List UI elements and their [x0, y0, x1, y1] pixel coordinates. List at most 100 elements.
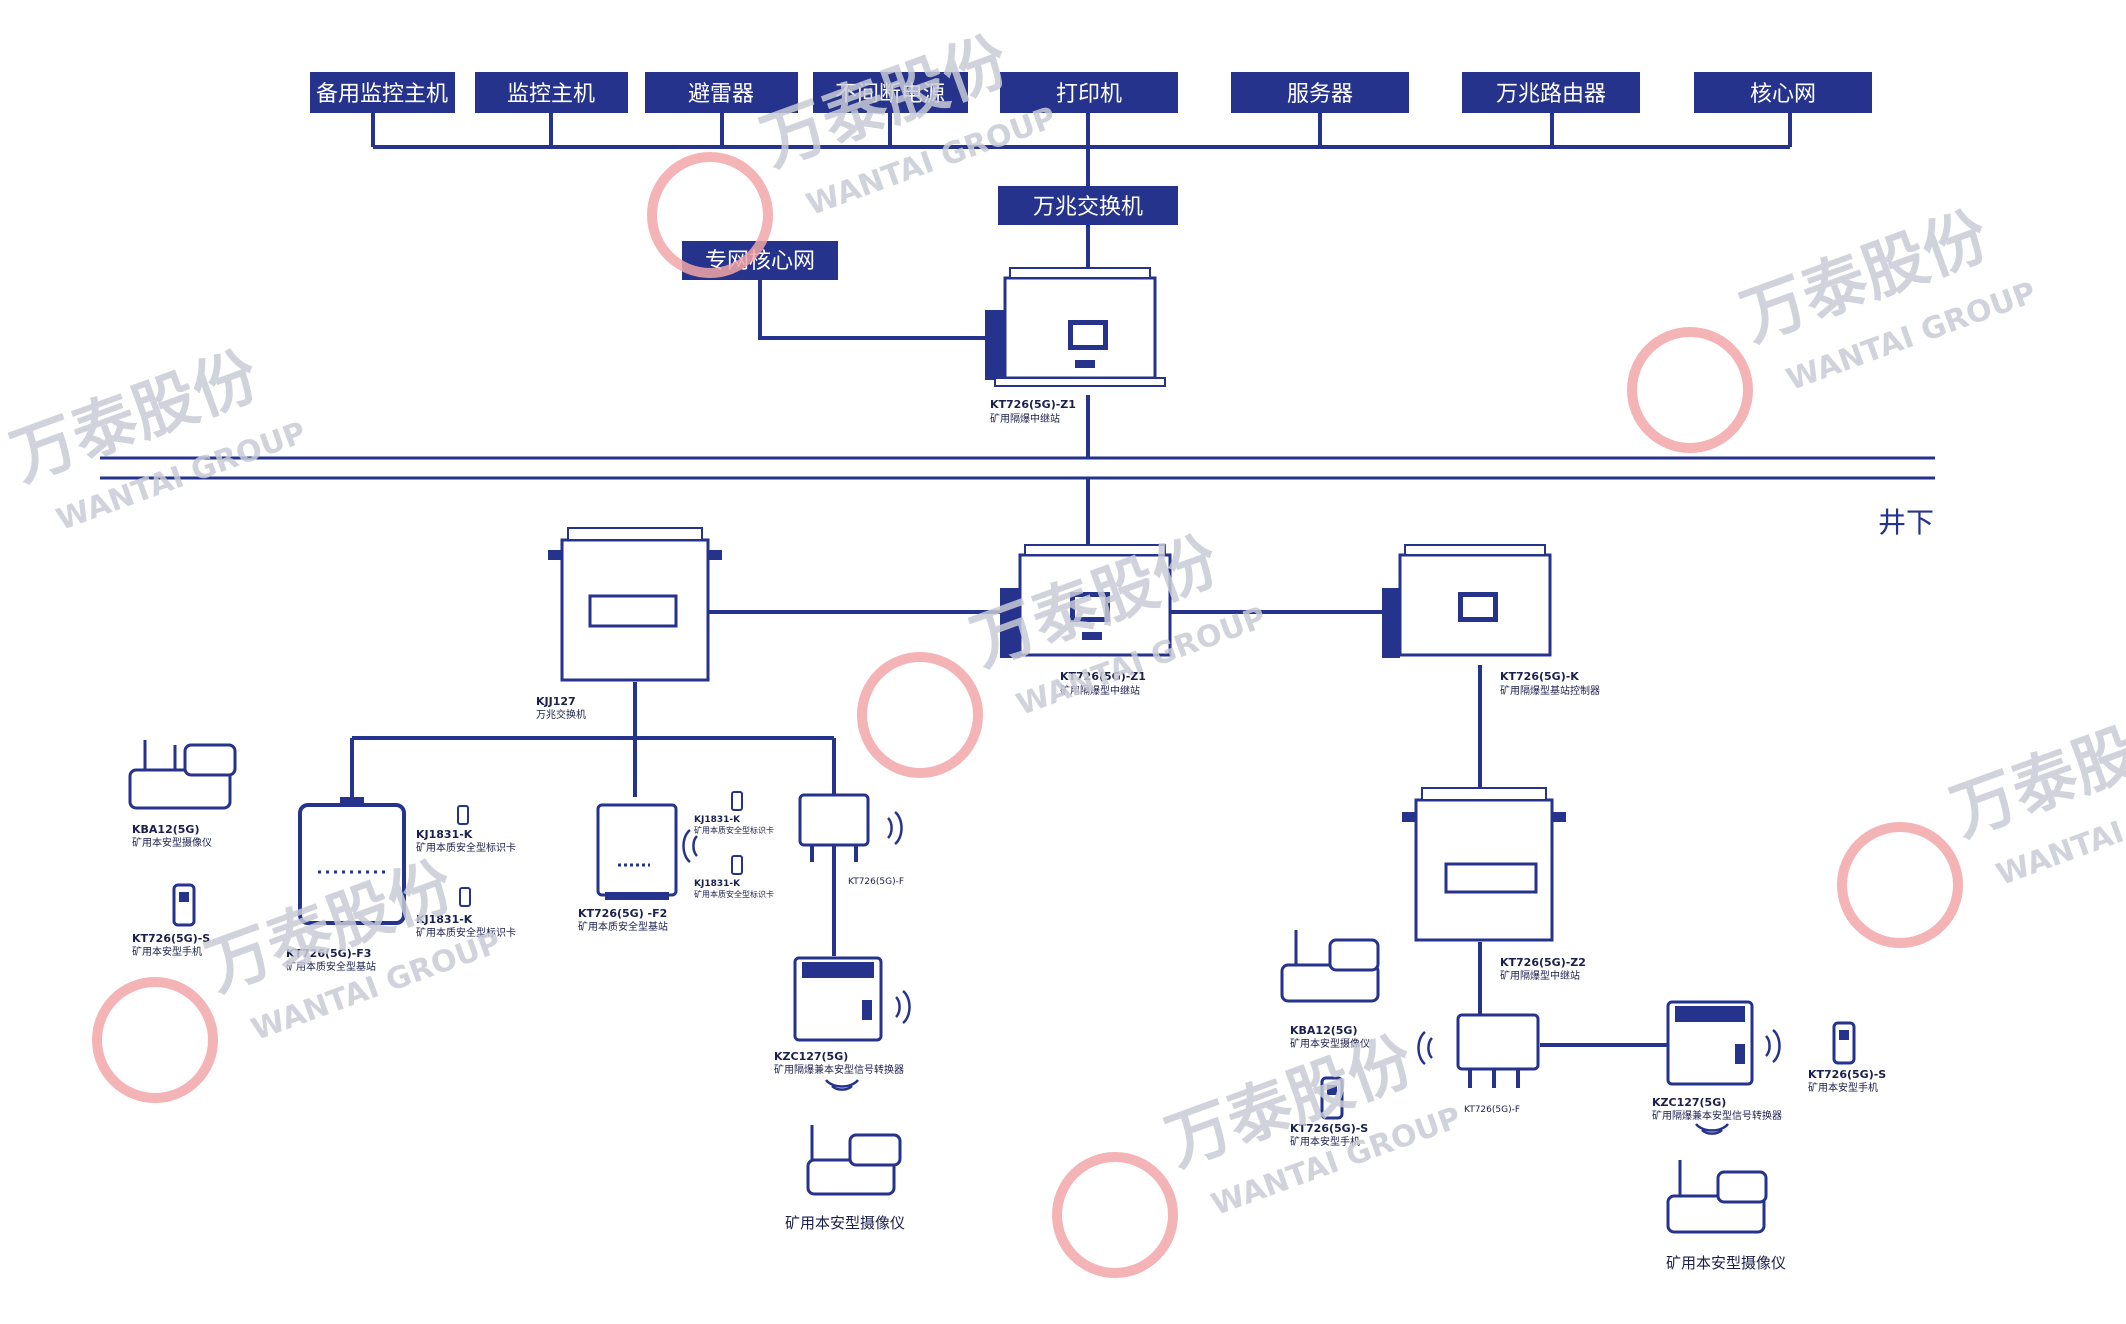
- wifi-icon: [902, 990, 911, 1024]
- base-controller-k-device[interactable]: KT726(5G)-K 矿用隔爆型基站控制器: [1382, 544, 1600, 697]
- device-desc: 矿用本质安全型标识卡: [694, 825, 774, 835]
- wifi-icon: [1701, 1129, 1723, 1135]
- id-card-device[interactable]: KJ1831-K 矿用本质安全型标识卡: [694, 791, 774, 835]
- router-box[interactable]: 万兆路由器: [1462, 72, 1640, 113]
- lightning-arrester-box[interactable]: 避雷器: [645, 72, 798, 113]
- wifi-icon: [1417, 1031, 1426, 1065]
- device-desc: 矿用本质安全型标识卡: [416, 841, 516, 854]
- private-core-line: [758, 280, 1000, 340]
- base-station-f3-device[interactable]: KT726(5G)-F3 矿用本质安全型基站: [286, 797, 406, 973]
- watermark-logo-icon: [1837, 822, 1963, 948]
- relay-z2-device[interactable]: KT726(5G)-Z2 矿用隔爆型中继站: [1402, 787, 1586, 982]
- underground-relay-z1-device[interactable]: KT726(5G)-Z1 矿用隔爆型中继站: [1000, 544, 1172, 697]
- converter-mid-device[interactable]: KZC127(5G) 矿用隔爆兼本安型信号转换器: [774, 956, 904, 1076]
- watermark-logo-icon: [1052, 1152, 1178, 1278]
- device-desc: 矿用本质安全型标识卡: [416, 926, 516, 939]
- server-box[interactable]: 服务器: [1231, 72, 1409, 113]
- switch-box[interactable]: 万兆交换机: [998, 186, 1178, 225]
- wifi-icon: [692, 835, 698, 857]
- device-model: KT726(5G)-S: [1290, 1122, 1368, 1135]
- surface-relay-device[interactable]: KT726(5G)-Z1 矿用隔爆中继站: [985, 267, 1166, 425]
- device-desc: 矿用本质安全型基站: [286, 960, 376, 973]
- id-card-device[interactable]: KJ1831-K 矿用本质安全型标识卡: [694, 855, 774, 899]
- device-desc: 矿用本安型手机: [132, 945, 202, 958]
- box-label: 核心网: [1750, 82, 1816, 107]
- ups-box[interactable]: 不间断电源: [813, 72, 968, 113]
- converter-right-device[interactable]: KZC127(5G) 矿用隔爆兼本安型信号转换器: [1652, 1000, 1782, 1122]
- base-station-f2-device[interactable]: KT726(5G) -F2 矿用本质安全型基站: [578, 803, 678, 933]
- camera-right-device[interactable]: KBA12(5G) 矿用本安型摄像仪: [1280, 930, 1380, 1050]
- phone-right-a-device[interactable]: KT726(5G)-S 矿用本安型手机: [1290, 1076, 1368, 1148]
- wifi-icon: [895, 996, 901, 1018]
- device-desc: 矿用本质安全型基站: [578, 920, 668, 933]
- wifi-icon: [825, 1079, 859, 1088]
- device-model: KT726(5G)-Z1: [1060, 670, 1146, 683]
- device-desc: 矿用隔爆型中继站: [1060, 684, 1140, 697]
- core-network-box[interactable]: 核心网: [1694, 72, 1872, 113]
- box-label: 服务器: [1287, 82, 1353, 107]
- device-model: KBA12(5G): [1290, 1024, 1357, 1037]
- phone-right-b-device[interactable]: KT726(5G)-S 矿用本安型手机: [1808, 1021, 1886, 1094]
- left-camera-device[interactable]: KBA12(5G) 矿用本安型摄像仪: [128, 740, 237, 849]
- connection-lines: [350, 113, 1792, 1047]
- device-model: KJ1831-K: [416, 913, 473, 926]
- watermark-logo-icon: [1627, 327, 1753, 453]
- device-model: KBA12(5G): [132, 823, 199, 836]
- camera-bottom-device[interactable]: 矿用本安型摄像仪: [1666, 1160, 1786, 1272]
- device-model: KT726(5G)-Z2: [1500, 956, 1586, 969]
- box-label: 万兆交换机: [1033, 195, 1143, 220]
- camera-mid-device[interactable]: 矿用本安型摄像仪: [785, 1125, 905, 1232]
- wifi-icon: [1765, 1035, 1771, 1057]
- wifi-icon: [682, 829, 691, 863]
- device-desc: 矿用隔爆兼本安型信号转换器: [1652, 1109, 1782, 1122]
- id-card-device[interactable]: KJ1831-K 矿用本质安全型标识卡: [416, 805, 516, 854]
- wifi-icon: [887, 817, 893, 839]
- device-model: KJ1831-K: [694, 815, 741, 825]
- watermark: 万泰股份 WANTAI GROUP: [1627, 199, 2041, 453]
- device-desc: 矿用隔爆型中继站: [1500, 969, 1580, 982]
- box-label: 备用监控主机: [316, 82, 448, 107]
- wifi-icon: [1772, 1029, 1781, 1063]
- wireless-signal-icons: [682, 811, 1781, 1135]
- watermark: 万泰股份 WANTAI GROUP: [2, 339, 311, 538]
- watermark: 万泰股份 WANTAI GROUP: [1837, 694, 2126, 948]
- kjj127-switch-device[interactable]: KJJ127 万兆交换机: [536, 527, 722, 721]
- device-model: KT726(5G) -F2: [578, 907, 667, 920]
- box-label: 不间断电源: [835, 82, 945, 107]
- watermark: 万泰股份 WANTAI GROUP: [1052, 1024, 1466, 1278]
- device-model: KT726(5G)-F: [1464, 1105, 1520, 1115]
- printer-box[interactable]: 打印机: [1000, 72, 1178, 113]
- device-model: KT726(5G)-K: [1500, 670, 1579, 683]
- wifi-icon: [1427, 1037, 1433, 1059]
- box-label: 监控主机: [507, 82, 595, 107]
- device-model: KT726(5G)-S: [1808, 1068, 1886, 1081]
- device-model: KJJ127: [536, 695, 576, 708]
- top-device-boxes: 备用监控主机 监控主机 避雷器 不间断电源 打印机 服务器 万兆路由器 核心网: [310, 72, 1872, 280]
- base-station-f-right-device[interactable]: KT726(5G)-F: [1456, 1013, 1540, 1115]
- backup-monitor-host-box[interactable]: 备用监控主机: [310, 72, 455, 113]
- device-desc: 矿用隔爆中继站: [990, 412, 1060, 425]
- device-desc: 矿用本安型手机: [1290, 1135, 1360, 1148]
- device-desc: 万兆交换机: [536, 708, 586, 721]
- base-station-f-mid-device[interactable]: KT726(5G)-F: [798, 793, 904, 887]
- device-model: KT726(5G)-S: [132, 932, 210, 945]
- box-label: 避雷器: [688, 82, 754, 107]
- device-model: KT726(5G)-Z1: [990, 398, 1076, 411]
- device-desc: 矿用本安型摄像仪: [1666, 1254, 1786, 1272]
- box-label: 万兆路由器: [1496, 82, 1606, 107]
- id-card-device[interactable]: KJ1831-K 矿用本质安全型标识卡: [416, 887, 516, 939]
- wifi-icon: [1695, 1123, 1729, 1132]
- monitor-host-box[interactable]: 监控主机: [475, 72, 628, 113]
- device-desc: 矿用隔爆兼本安型信号转换器: [774, 1063, 904, 1076]
- wifi-icon: [894, 811, 903, 845]
- device-model: KT726(5G)-F: [848, 877, 904, 887]
- device-desc: 矿用本质安全型标识卡: [694, 889, 774, 899]
- device-desc: 矿用本安型摄像仪: [132, 836, 212, 849]
- device-desc: 矿用隔爆型基站控制器: [1500, 684, 1600, 697]
- left-phone-device[interactable]: KT726(5G)-S 矿用本安型手机: [132, 883, 210, 958]
- underground-label: 井下: [1878, 506, 1934, 539]
- device-model: KZC127(5G): [1652, 1096, 1726, 1109]
- box-label: 打印机: [1056, 82, 1122, 107]
- watermark-logo-icon: [92, 977, 218, 1103]
